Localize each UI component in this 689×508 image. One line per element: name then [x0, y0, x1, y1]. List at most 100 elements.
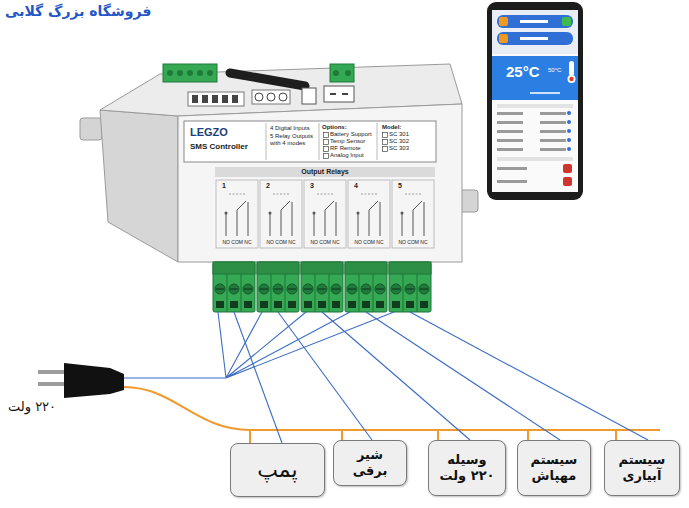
device-name: سیستم آبیاری	[610, 452, 674, 485]
device-marking: 2	[266, 182, 270, 190]
device-marking: SC 303	[389, 145, 409, 152]
checkbox	[324, 147, 329, 152]
terminal-block	[213, 262, 255, 312]
icon-mark	[255, 93, 263, 101]
app-dot	[567, 120, 571, 124]
alarm-icon	[563, 177, 572, 186]
device-box: پمپ	[230, 443, 325, 497]
terminal-screw	[345, 70, 351, 76]
thermometer-bulb	[569, 77, 573, 81]
gsm-antenna	[230, 73, 305, 86]
app-list	[497, 111, 571, 151]
checkbox	[324, 133, 329, 138]
relay-symbol	[260, 180, 302, 248]
icon-mark	[279, 93, 287, 101]
panel-divider	[319, 123, 320, 160]
brand-name: LEGZO	[190, 126, 228, 139]
device-marking: 5 Relay Outputs with 4 modes	[270, 133, 318, 147]
power-terminal	[330, 64, 354, 82]
app-button	[497, 15, 573, 28]
icon-mark	[222, 95, 228, 103]
input-terminal	[163, 64, 217, 82]
device-marking: 3	[310, 182, 314, 190]
terminal-block	[301, 262, 343, 312]
app-text-bar	[520, 37, 548, 40]
device-marking: Options:	[322, 124, 347, 131]
power-icon	[324, 86, 354, 102]
device-marking: NO COM NC	[215, 240, 259, 246]
app-text-bar	[497, 148, 523, 151]
alarm-icon	[563, 164, 572, 173]
checkbox	[383, 147, 388, 152]
product-name: SMS Controller	[190, 142, 248, 151]
supply-wire	[218, 312, 394, 378]
device-marking: SC 301	[389, 131, 409, 138]
terminal-screw	[197, 70, 203, 76]
mains-wire	[124, 387, 660, 430]
housing-front	[178, 104, 462, 262]
device-marking: RF Remote	[330, 145, 361, 152]
device-box: سیستم مهپاش	[517, 440, 591, 496]
store-watermark: فروشگاه بزرگ گلابی	[5, 3, 151, 20]
app-text-bar	[540, 112, 566, 115]
device-marking: NO COM NC	[303, 240, 347, 246]
output-relays-bar	[215, 167, 435, 177]
label-panel	[184, 121, 436, 162]
device-marking: SC 302	[389, 138, 409, 145]
app-text-bar	[497, 112, 523, 115]
app-dot	[567, 129, 571, 133]
device-marking: Output Relays	[215, 167, 435, 177]
terminal-screw	[177, 70, 183, 76]
terminal-screw	[167, 70, 173, 76]
app-text-bar	[497, 180, 527, 183]
housing-side	[100, 110, 178, 262]
panel-divider	[377, 123, 378, 160]
device-box: سیستم آبیاری	[604, 440, 680, 496]
device-marking: 5	[398, 182, 402, 190]
icon-mark	[330, 93, 348, 95]
icon-mark	[212, 95, 218, 103]
relay-symbol	[348, 180, 390, 248]
mount-tab	[80, 118, 102, 140]
icon-mark	[202, 95, 208, 103]
terminal-block	[389, 262, 431, 312]
app-header	[492, 10, 578, 54]
relay-symbol	[304, 180, 346, 248]
checkbox	[324, 140, 329, 145]
app-text-bar	[540, 121, 566, 124]
app-text-bar	[497, 139, 523, 142]
terminal-block	[345, 262, 387, 312]
panel-divider	[266, 123, 267, 160]
device-marking: Battery Support	[330, 131, 372, 138]
app-dot	[567, 147, 571, 151]
voltage-label: ۲۲۰ ولت	[8, 399, 56, 415]
checkbox	[324, 154, 329, 159]
device-marking: NO COM NC	[391, 240, 435, 246]
supply-wire	[124, 377, 226, 378]
app-row-head	[497, 157, 573, 161]
relay-symbol	[392, 180, 434, 248]
plug-prong	[38, 370, 66, 374]
temperature-reading: 25°C	[506, 63, 540, 81]
app-text-bar	[540, 148, 566, 151]
relay-symbol	[216, 180, 258, 248]
phone-body	[487, 2, 583, 200]
status-icons	[252, 90, 290, 104]
app-dot	[567, 138, 571, 142]
phone-screen	[492, 10, 578, 192]
icon-mark	[192, 95, 198, 103]
app-row-head	[497, 104, 573, 108]
sim-icon	[302, 88, 316, 104]
device-marking: 1	[222, 182, 226, 190]
device-marking: Model:	[382, 124, 401, 131]
app-dot	[567, 111, 571, 115]
app-button	[497, 32, 573, 45]
input-icons	[188, 92, 244, 106]
temperature-band	[492, 56, 578, 100]
icon-mark	[267, 93, 275, 101]
terminal-screw	[207, 70, 213, 76]
terminal-screw	[333, 70, 339, 76]
app-text-bar	[530, 92, 560, 94]
